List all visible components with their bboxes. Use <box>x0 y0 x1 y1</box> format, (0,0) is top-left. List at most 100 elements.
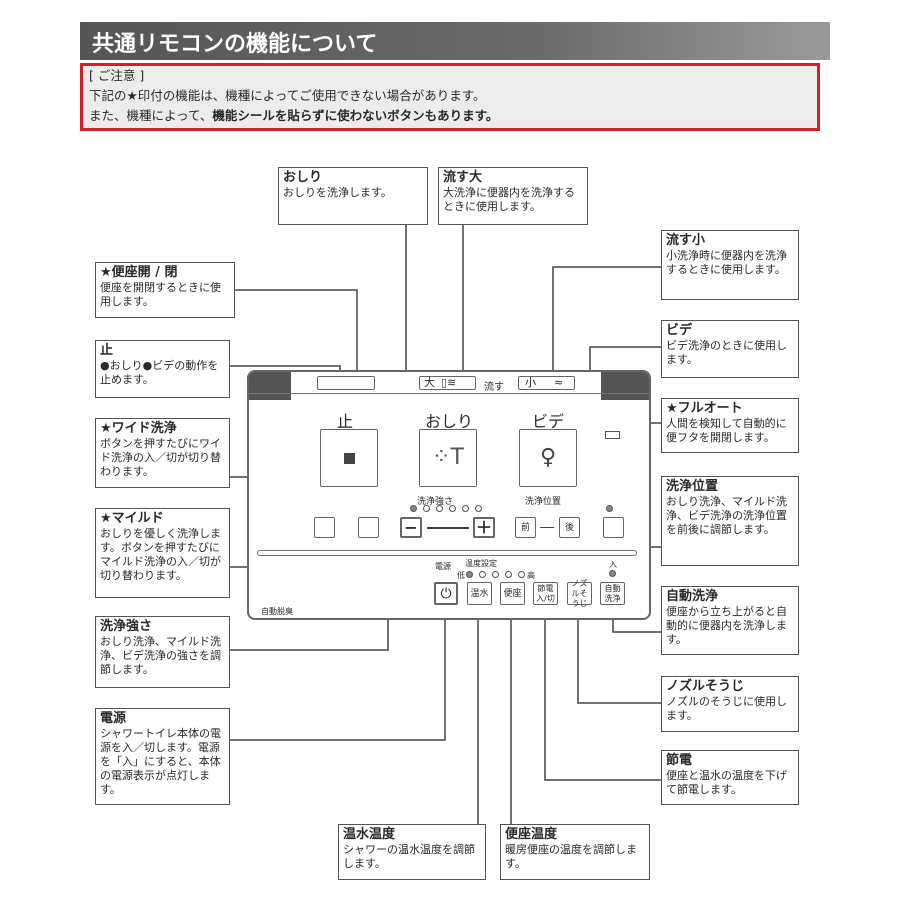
leader-power <box>230 605 451 741</box>
callout-title: ビデ <box>666 323 693 338</box>
callout-title: ノズルそうじ <box>666 679 745 694</box>
notice-heading: [ ご注意 ] <box>89 68 145 83</box>
callout-title: ★フルオート <box>666 401 743 416</box>
flush-small-wave-icon: ≈ <box>554 376 564 389</box>
strength-level-dot <box>423 505 430 512</box>
callout-text: おしり洗浄、マイルド洗浄、ビデ洗浄の洗浄位置を前後に調節します。 <box>666 495 787 536</box>
notice-line-1: 下記の★印付の機能は、機種によってご使用できない場合があります。 <box>89 88 486 103</box>
callout-text: 便座を開閉するときに使用します。 <box>100 281 221 308</box>
callout-title: 節電 <box>666 753 693 768</box>
seat-temp-button[interactable]: 便座 <box>500 582 525 605</box>
seat-open-close-button[interactable] <box>317 376 375 390</box>
oshiri-label: おしり <box>425 412 474 431</box>
callout-text: シャワーの温水温度を調節します。 <box>343 843 475 870</box>
callout-title: 温水温度 <box>343 827 396 842</box>
callout-title: 電源 <box>100 711 127 726</box>
callout-text: ボタンを押すたびにワイド洗浄の入／切が切り替わります。 <box>100 437 221 478</box>
callout-text: おしりを優しく洗浄します。ボタンを押すたびにマイルド洗浄の入／切が切り替わります… <box>100 527 221 582</box>
water-temp-button[interactable]: 温水 <box>467 582 492 605</box>
position-back-button[interactable]: 後 <box>559 517 580 538</box>
stop-button[interactable] <box>320 429 378 487</box>
title-bar: 共通リモコンの機能について <box>80 22 830 60</box>
temp-high-label: 高 <box>527 571 535 580</box>
callout-text: 暖房便座の温度を調節します。 <box>505 843 637 870</box>
panel-top-divider <box>249 393 649 394</box>
power-label: 電源 <box>435 562 451 571</box>
strength-plus-button[interactable]: ＋ <box>473 517 495 538</box>
callout-flush-large: 流す大大洗浄に便器内を洗浄するときに使用します。 <box>438 167 588 225</box>
position-bar <box>540 527 554 528</box>
flush-small-label: 小 <box>525 376 536 389</box>
flush-large-button[interactable]: 大 ▯≋ <box>419 376 476 390</box>
callout-eco: 節電便座と温水の温度を下げて節電します。 <box>661 750 799 805</box>
flush-large-label: 大 <box>424 376 435 389</box>
temp-setting-label: 温度設定 <box>465 559 497 568</box>
callout-text: ビデ洗浄のときに使用します。 <box>666 339 787 366</box>
callout-text: 便座から立ち上がると自動的に便器内を洗浄します。 <box>666 605 787 646</box>
bidet-person-icon: ♀ <box>539 445 557 470</box>
deodorize-label: 自動脱臭 <box>261 607 293 616</box>
page-title: 共通リモコンの機能について <box>92 32 378 57</box>
strength-minus-button[interactable]: − <box>400 517 422 538</box>
callout-title: 便座温度 <box>505 827 558 842</box>
mild-button[interactable] <box>358 517 379 538</box>
strength-level-dot <box>475 505 482 512</box>
notice-box: [ ご注意 ] 下記の★印付の機能は、機種によってご使用できない場合があります。… <box>80 63 820 131</box>
panel-corner-left <box>249 372 291 400</box>
auto-flush-indicator <box>609 570 616 577</box>
callout-oshiri: おしりおしりを洗浄します。 <box>278 167 428 225</box>
full-auto-button[interactable] <box>603 517 624 538</box>
callout-power: 電源シャワートイレ本体の電源を入／切します。電源を「入」にすると、本体の電源表示… <box>95 708 230 805</box>
strength-level-dot <box>436 505 443 512</box>
callout-text: 便座と温水の温度を下げて節電します。 <box>666 769 787 796</box>
callout-nozzle: ノズルそうじノズルのそうじに使用します。 <box>661 676 799 732</box>
bidet-button[interactable]: ♀ <box>519 429 577 487</box>
oshiri-button[interactable]: ⁘T <box>419 429 477 487</box>
callout-bidet: ビデビデ洗浄のときに使用します。 <box>661 320 799 378</box>
callout-title: ★ワイド洗浄 <box>100 421 177 436</box>
flush-small-button[interactable]: 小≈ <box>518 376 575 390</box>
eco-button[interactable]: 節電入/切 <box>533 582 558 605</box>
wide-button[interactable] <box>314 517 335 538</box>
flush-label: 流す <box>484 382 504 393</box>
callout-text: おしりを洗浄します。 <box>283 186 392 199</box>
position-front-button[interactable]: 前 <box>515 517 536 538</box>
callout-title: 洗浄位置 <box>666 479 719 494</box>
callout-text: 人間を検知して自動的に便フタを開閉します。 <box>666 417 787 444</box>
callout-text: シャワートイレ本体の電源を入／切します。電源を「入」にすると、本体の電源表示が点… <box>100 727 221 796</box>
callout-title: ★マイルド <box>100 511 164 526</box>
auto-flush-on-label: 入 <box>609 560 617 569</box>
stop-square-icon <box>343 452 355 464</box>
leader-flush-small <box>547 266 661 387</box>
flush-wave-icon: ▯≋ <box>441 376 457 389</box>
callout-auto-flush: 自動洗浄便座から立ち上がると自動的に便器内を洗浄します。 <box>661 586 799 655</box>
callout-seat-open-close: ★便座開 / 閉便座を開閉するときに使用します。 <box>95 262 235 318</box>
leader-eco <box>539 605 661 781</box>
callout-title: ★便座開 / 閉 <box>100 265 178 280</box>
callout-stop: 止●おしり●ビデの動作を止めます。 <box>95 340 230 398</box>
temp-level-dot <box>505 571 512 578</box>
strength-level-dot <box>462 505 469 512</box>
temp-level-dot <box>492 571 499 578</box>
nozzle-clean-button[interactable]: ノズルそうじ <box>567 579 592 608</box>
callout-mild: ★マイルドおしりを優しく洗浄します。ボタンを押すたびにマイルド洗浄の入／切が切り… <box>95 508 230 598</box>
position-label: 洗浄位置 <box>525 497 562 507</box>
callout-title: 流す大 <box>443 170 483 185</box>
leader-nozzle <box>572 605 661 704</box>
callout-text: 小洗浄時に便器内を洗浄するときに使用します。 <box>666 249 787 276</box>
power-button[interactable]: ⏻ <box>434 582 458 605</box>
callout-title: 洗浄強さ <box>100 619 153 634</box>
strength-label: 洗浄強さ <box>417 497 454 507</box>
auto-flush-button[interactable]: 自動洗浄 <box>600 582 625 605</box>
temp-level-dot <box>518 571 525 578</box>
temp-level-dot <box>479 571 486 578</box>
callout-water-temp: 温水温度シャワーの温水温度を調節します。 <box>338 824 486 880</box>
notice-line-2-text: また、機種によって、 <box>89 108 213 123</box>
callout-title: おしり <box>283 170 323 185</box>
callout-strength: 洗浄強さおしり洗浄、マイルド洗浄、ビデ洗浄の強さを調節します。 <box>95 616 230 688</box>
remote-panel: 大▯≋ 流す 小≈ 止 おしり ビデ ⁘T ♀ 洗浄強さ 洗浄位置 − ＋ 前 … <box>247 370 651 620</box>
bidet-label: ビデ <box>532 412 565 431</box>
temp-low-label: 低 <box>457 571 465 580</box>
callout-title: 自動洗浄 <box>666 589 719 604</box>
